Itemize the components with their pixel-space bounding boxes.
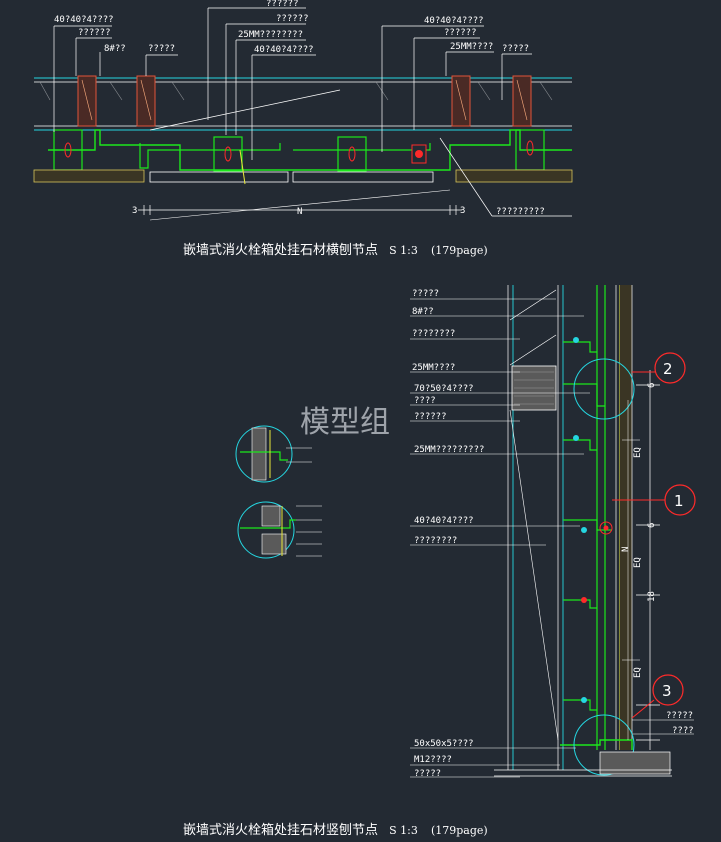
section-scale: S 1:3 [389, 824, 418, 837]
section-label-5: 70?50?4???? [414, 384, 474, 394]
plan-inner-channel [139, 143, 281, 169]
plan-slot-4 [526, 140, 534, 156]
plan-scale: S 1:3 [389, 244, 418, 257]
callout-balloon-2 [654, 352, 686, 384]
section-label-14: ????? [666, 711, 693, 721]
plan-slot-3 [348, 146, 356, 162]
callout-2-number: 2 [663, 360, 673, 378]
section-dim-6-top: 6 [647, 383, 657, 388]
section-dimension-chain [622, 370, 660, 750]
plan-door-swing [149, 89, 341, 131]
section-label-15: ???? [672, 726, 694, 736]
plan-label-9: 40?40?4???? [424, 16, 484, 26]
section-label-6: ???? [414, 396, 436, 406]
plan-leaders [53, 7, 572, 217]
section-dim-eq-2: EQ [633, 557, 643, 568]
section-detail-circle-2 [573, 358, 635, 420]
plan-door-left [149, 171, 289, 183]
plan-label-4: ????? [148, 44, 175, 54]
plan-slot-1 [64, 142, 72, 158]
section-label-10: ???????? [414, 536, 457, 546]
section-label-2: 8#?? [412, 307, 434, 317]
plan-valve-icon [415, 150, 423, 158]
plan-dim-n: N [297, 207, 302, 217]
section-dim-6-mid: 6 [647, 523, 657, 528]
section-brackets [560, 337, 633, 750]
section-label-7: ?????? [414, 412, 447, 422]
section-label-8: 25MM????????? [414, 445, 484, 455]
plan-plate-3 [337, 136, 367, 172]
plan-label-13: ????????? [496, 207, 545, 217]
section-leaders [410, 298, 694, 778]
section-dim-n: N [621, 547, 631, 552]
plan-stone-right [455, 169, 573, 183]
plan-dim-right: 3 [460, 206, 465, 216]
section-label-11: 50x50x5???? [414, 739, 474, 749]
section-dim-eq-1: EQ [633, 447, 643, 458]
plan-slot-2 [224, 146, 232, 162]
section-dim-eq-3: EQ [633, 667, 643, 678]
section-floor-slab [599, 751, 671, 775]
callout-balloon-1 [664, 484, 696, 516]
callout-balloon-3 [652, 674, 684, 706]
plan-dim-left: 3 [132, 206, 137, 216]
plan-hatch-left [39, 81, 553, 101]
plan-door-right [292, 171, 434, 183]
plan-steel-channel [48, 129, 572, 171]
plan-inner-channel-right [293, 143, 431, 151]
watermark-text: 模型组 [300, 405, 390, 440]
section-label-13: ????? [414, 769, 441, 779]
section-detail-circle-3 [573, 714, 635, 776]
plan-label-6: ?????? [276, 14, 309, 24]
plan-page-ref: (179page) [431, 244, 488, 257]
section-box-hatch [514, 371, 554, 405]
section-callouts [612, 352, 696, 719]
plan-label-2: ?????? [78, 28, 111, 38]
plan-seal-line [239, 149, 246, 185]
plan-label-5: ?????? [266, 0, 299, 9]
plan-label-3: 8#?? [104, 44, 126, 54]
plan-label-10: ?????? [444, 28, 477, 38]
section-label-12: M12???? [414, 755, 452, 765]
plan-dimension [138, 189, 462, 221]
section-page-ref: (179page) [431, 824, 488, 837]
section-title-group: 嵌墙式消火栓箱处挂石材竖刨节点 S 1:3 (179page) [183, 819, 488, 838]
callout-1-number: 1 [674, 492, 684, 510]
plan-label-11: 25MM???? [450, 42, 493, 52]
callout-3-number: 3 [662, 682, 672, 700]
section-label-1: ????? [412, 289, 439, 299]
plan-label-1: 40?40?4???? [54, 15, 114, 25]
detail-circles-left [235, 425, 322, 559]
section-dim-18: 18 [647, 591, 657, 602]
section-label-4: 25MM???? [412, 363, 455, 373]
plan-title-group: 嵌墙式消火栓箱处挂石材横刨节点 S 1:3 (179page) [183, 239, 488, 258]
plan-plate-2 [213, 136, 243, 172]
plan-bolts [77, 75, 532, 127]
section-label-3: ???????? [412, 329, 455, 339]
section-label-9: 40?40?4???? [414, 516, 474, 526]
plan-label-8: 40?40?4???? [254, 45, 314, 55]
section-view: 2 1 3 ????? 8#?? ???????? 25MM???? 70?50… [183, 285, 696, 838]
section-title: 嵌墙式消火栓箱处挂石材竖刨节点 [183, 822, 378, 838]
section-stone-hatch [620, 285, 632, 750]
plan-stone-left [33, 169, 145, 183]
plan-label-7: 25MM???????? [238, 30, 303, 40]
plan-view: 40?40?4???? ?????? 8#?? ????? ?????? ???… [33, 0, 573, 258]
plan-title: 嵌墙式消火栓箱处挂石材横刨节点 [183, 242, 378, 258]
plan-label-12: ????? [502, 44, 529, 54]
